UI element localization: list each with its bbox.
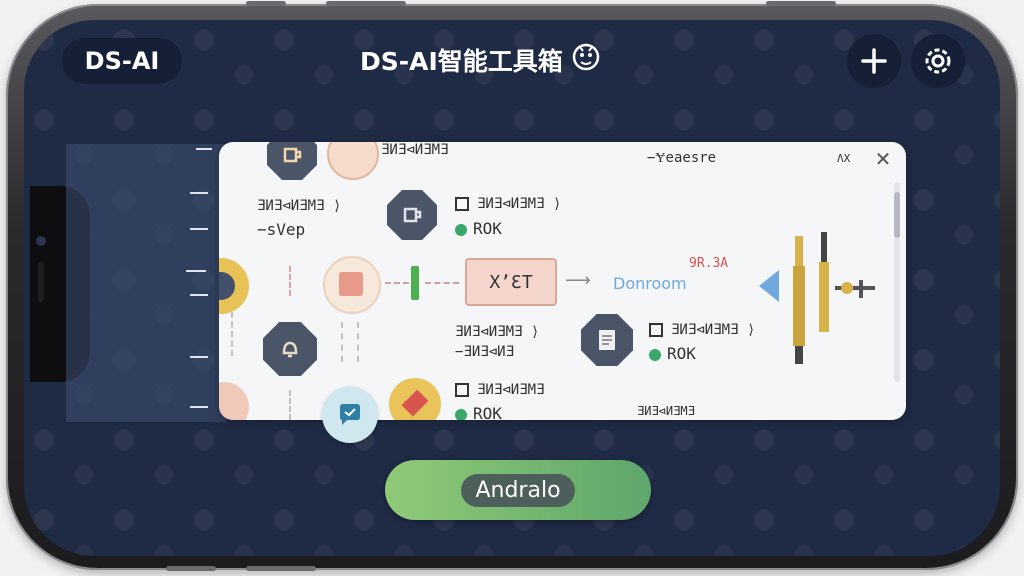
brand-label: DS-AI [84,47,160,75]
phone-side-button [766,1,836,6]
robot-face-icon [571,42,601,78]
connector-line [341,322,343,362]
ruler-tick [190,294,208,296]
checkbox[interactable] [455,383,469,397]
connector-line [289,390,291,420]
status-dot [649,348,661,361]
brand-button[interactable]: DS-AI [62,38,182,84]
row3-status: ROK [455,404,502,420]
chat-icon [340,404,360,425]
mug-icon [267,142,317,180]
row3-status-label: ROK [473,404,502,420]
background-card [66,144,226,422]
plus-icon [861,48,887,74]
ruler-tick [196,148,212,150]
brush-tools-icon [793,232,875,364]
row1-mid-line1: ƎИƎ⊲ИƎМƎ ⟩ [455,196,561,212]
primary-action-button[interactable]: Andralo [385,460,651,520]
brand-circle-icon [327,142,379,180]
record-icon [219,382,249,420]
diagram-card[interactable]: ✕ ƎИƎ⊲ИƎМƎ −Ɏeaesre ΛX ƎИƎ⊲ИƎМƎ ⟩ −sVep … [219,142,906,420]
row1-mid-status: ROK [455,219,502,238]
ruler-tick [190,356,208,358]
ruler-tick [186,270,206,272]
row1-left-line2: −sVep [257,220,306,239]
checkbox[interactable] [649,323,663,337]
process-box[interactable]: XʼƐT [465,258,557,306]
ruler-tick [190,228,208,230]
settings-button[interactable] [911,34,965,88]
ruler-tick [190,192,208,194]
row3-line1: ƎИƎ⊲ИƎМƎ [455,382,544,398]
phone-side-button [246,566,316,571]
top-left-text: ƎИƎ⊲ИƎМƎ [381,142,449,158]
book-icon [323,256,381,314]
connector-line [357,322,359,362]
row2-left-line2: −ƎИƎ⊲ИƎ [455,344,515,360]
connector-line [231,312,233,356]
document-icon [581,314,633,366]
gear-icon [925,48,951,74]
row2-right-label: ƎИƎ⊲ИƎМƎ ⟩ [671,322,756,338]
connector-line [385,282,409,284]
row1-mid-label: ƎИƎ⊲ИƎМƎ ⟩ [477,196,562,212]
scrollbar[interactable] [894,182,900,382]
small-red-label: 9R.3A [689,256,729,271]
mug-icon [387,190,437,240]
row3-right-text: ƎИƎ⊲ИƎМƎ [637,404,695,418]
page-title: DS-AI智能工具箱 [360,40,601,80]
top-right-text: −Ɏeaesre [647,150,717,166]
scrollbar-thumb[interactable] [894,192,900,238]
arrow-right-icon: ⟶ [565,270,591,291]
row2-left-line1: ƎИƎ⊲ИƎМƎ ⟩ [455,324,540,340]
flow-label: Donroom [613,274,687,293]
bell-icon [263,322,317,376]
row2-right-status-label: ROK [667,344,696,363]
speaker-grill [38,262,44,302]
process-box-label: XʼƐT [489,271,533,293]
row1-left-line1: ƎИƎ⊲ИƎМƎ ⟩ [257,198,342,214]
add-button[interactable] [847,34,901,88]
close-button[interactable]: ✕ [874,147,892,171]
row1-mid-status-label: ROK [473,219,502,238]
checkbox[interactable] [455,197,469,211]
row3-label: ƎИƎ⊲ИƎМƎ [477,382,545,398]
camera-icon [36,236,46,246]
status-dot [455,408,467,420]
connector-line [289,266,291,296]
phone-side-button [326,1,406,6]
row2-right-line1: ƎИƎ⊲ИƎМƎ ⟩ [649,322,755,338]
record-icon [219,258,249,314]
row2-right-status: ROK [649,344,696,363]
chat-bubble-button[interactable] [322,387,378,443]
funnel-icon [759,270,779,302]
page-title-text: DS-AI智能工具箱 [360,47,563,76]
phone-side-button [166,566,216,571]
status-dot [455,223,467,236]
primary-action-label: Andralo [461,473,575,507]
green-marker [411,266,419,300]
phone-side-button [246,1,286,6]
ruler-tick [190,406,208,408]
top-right-badge: ΛX [837,152,851,165]
connector-line [425,282,459,284]
diamond-badge-icon [389,378,441,420]
